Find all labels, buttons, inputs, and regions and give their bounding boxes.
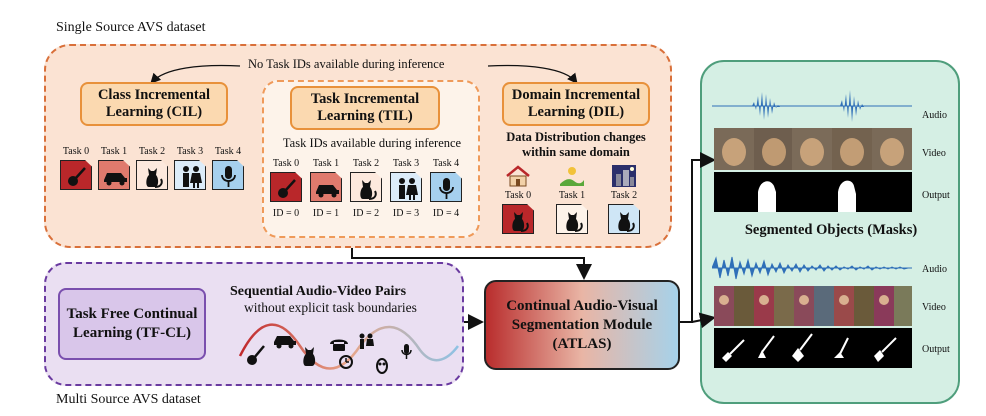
car-icon	[310, 172, 342, 202]
cil-task-label: Task 2	[138, 146, 166, 157]
output-mask-top	[714, 172, 912, 212]
til-task-label: Task 2	[352, 158, 380, 169]
cil-task-label: Task 0	[62, 146, 90, 157]
dil-task-label: Task 2	[610, 190, 638, 201]
strip-label-output: Output	[922, 190, 950, 201]
strip-label-video: Video	[922, 302, 946, 313]
single-source-label: Single Source AVS dataset	[56, 20, 206, 35]
data-distribution-label: Data Distribution changes within same do…	[506, 130, 646, 159]
night-city-icon	[612, 165, 636, 187]
til-id-label: ID = 1	[312, 208, 340, 219]
til-task-label: Task 3	[392, 158, 420, 169]
strip-label-video: Video	[922, 148, 946, 159]
cil-task-label: Task 1	[100, 146, 128, 157]
people-icon	[359, 333, 374, 349]
cat-icon	[556, 204, 588, 234]
no-task-ids-label: No Task IDs available during inference	[244, 57, 449, 72]
sequential-pairs-label: Sequential Audio-Video Pairs	[230, 284, 407, 299]
dil-task-label: Task 1	[558, 190, 586, 201]
segmented-objects-label: Segmented Objects (Masks)	[744, 222, 918, 238]
strip-label-audio: Audio	[922, 264, 947, 275]
sequential-wave	[238, 323, 459, 374]
tfcl-box: Task Free Continual Learning (TF-CL)	[58, 288, 206, 360]
til-id-label: ID = 2	[352, 208, 380, 219]
cat-icon	[350, 172, 382, 202]
people-icon	[390, 172, 422, 202]
til-id-label: ID = 3	[392, 208, 420, 219]
video-frames-top	[714, 128, 912, 170]
atlas-module-box: Continual Audio-Visual Segmentation Modu…	[484, 280, 680, 370]
cil-box: Class Incremental Learning (CIL)	[80, 82, 228, 126]
microphone-icon	[401, 344, 412, 359]
guitar-icon	[270, 172, 302, 202]
til-id-label: ID = 0	[272, 208, 300, 219]
til-task-label: Task 1	[312, 158, 340, 169]
dil-box: Domain Incremental Learning (DIL)	[502, 82, 650, 126]
multi-source-label: Multi Source AVS dataset	[56, 392, 201, 407]
audio-waveform-bottom	[712, 256, 912, 280]
owl-icon	[376, 358, 388, 374]
microphone-icon	[430, 172, 462, 202]
cil-task-label: Task 3	[176, 146, 204, 157]
video-frames-bottom	[714, 286, 912, 326]
microphone-icon	[212, 160, 244, 190]
guitar-icon	[60, 160, 92, 190]
cat-icon	[136, 160, 168, 190]
house-icon	[506, 165, 530, 187]
car-icon	[98, 160, 130, 190]
cil-task-label: Task 4	[214, 146, 242, 157]
til-box: Task Incremental Learning (TIL)	[290, 86, 440, 130]
outdoor-scene-icon	[560, 167, 584, 186]
til-id-label: ID = 4	[432, 208, 460, 219]
audio-waveform-top	[712, 90, 912, 122]
task-ids-available-label: Task IDs available during inference	[282, 136, 462, 150]
output-mask-bottom	[714, 328, 912, 368]
cat-icon	[608, 204, 640, 234]
til-task-label: Task 4	[432, 158, 460, 169]
strip-label-audio: Audio	[922, 110, 947, 121]
strip-label-output: Output	[922, 344, 950, 355]
dil-task-label: Task 0	[504, 190, 532, 201]
alarm-clock-icon	[339, 355, 353, 369]
car-icon	[274, 336, 296, 349]
til-task-label: Task 0	[272, 158, 300, 169]
telephone-icon	[330, 339, 348, 351]
guitar-icon	[247, 345, 265, 365]
cat-icon	[502, 204, 534, 234]
people-icon	[174, 160, 206, 190]
without-boundaries-label: without explicit task boundaries	[244, 300, 417, 315]
cat-icon	[303, 347, 316, 366]
